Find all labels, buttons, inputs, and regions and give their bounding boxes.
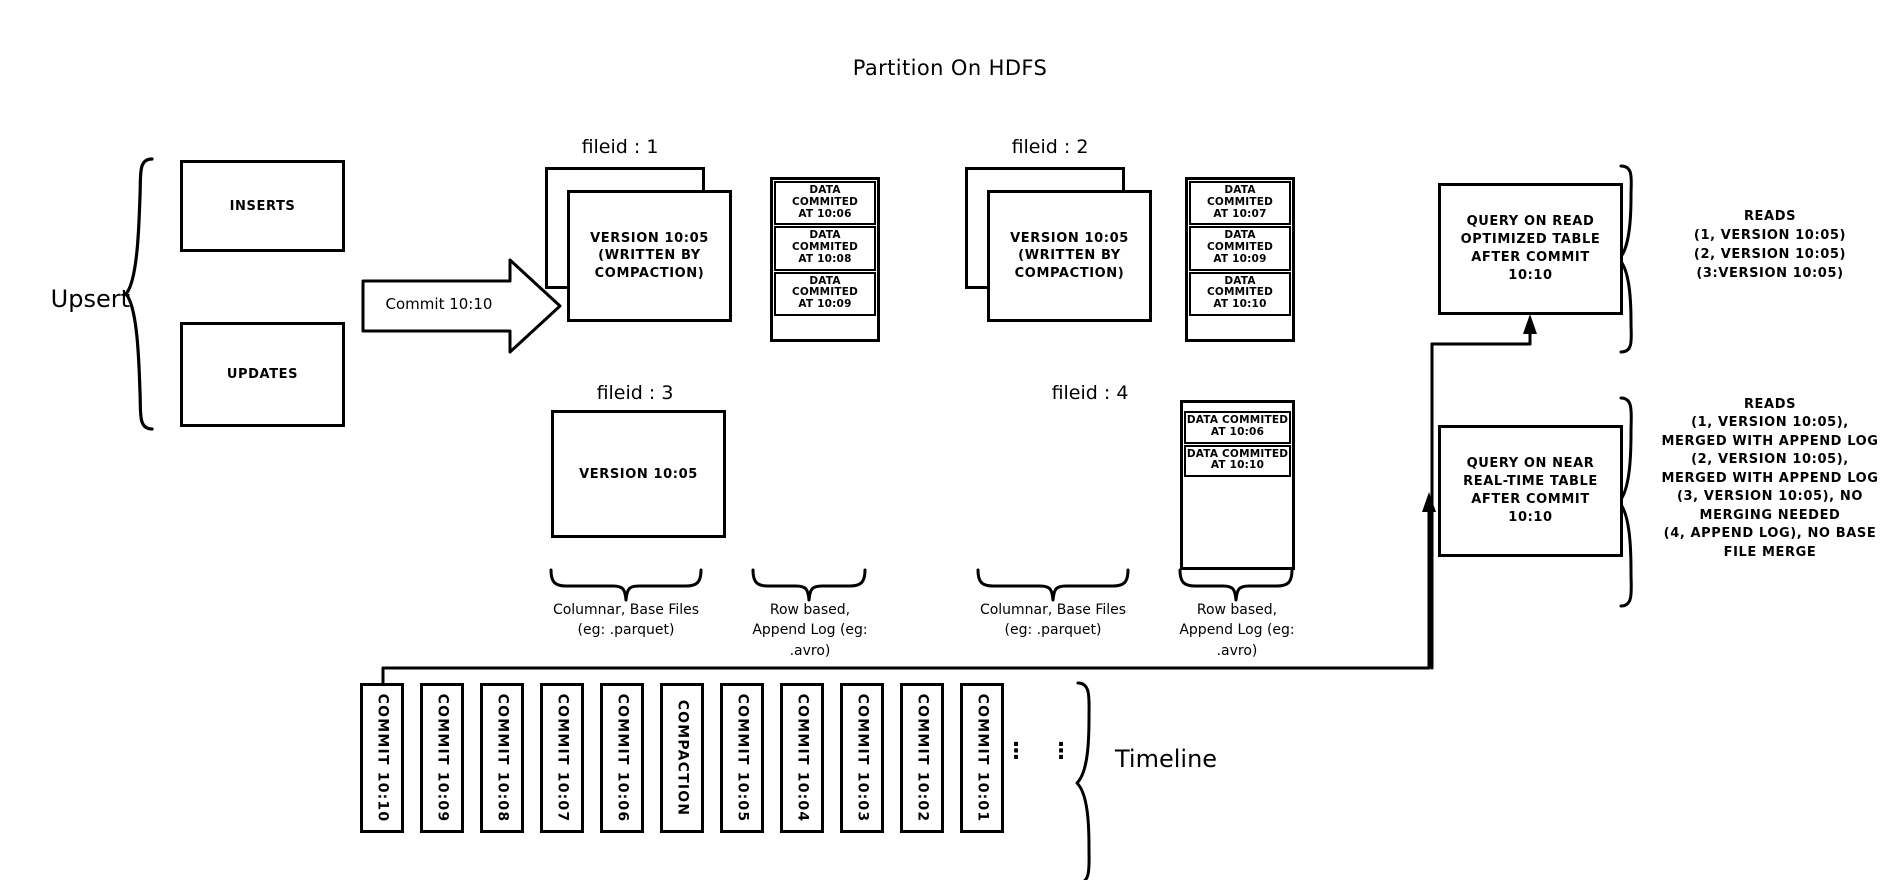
reads-read-optimized: READS (1, VERSION 10:05) (2, VERSION 10:…	[1693, 209, 1847, 281]
timeline-cell[interactable]: COMMIT 10:01	[960, 683, 1004, 833]
log-entry: DATA COMMITED AT 10:06	[774, 181, 876, 226]
query-read-optimized-label: QUERY ON READ OPTIMIZED TABLE AFTER COMM…	[1460, 213, 1601, 284]
commit-arrow-label: Commit 10:10	[385, 295, 493, 313]
updates-label: UPDATES	[226, 367, 299, 382]
timeline-cell[interactable]: COMMIT 10:04	[780, 683, 824, 833]
timeline-cell-label: COMMIT 10:09	[434, 693, 451, 823]
log-entry: DATA COMMITED AT 10:09	[1189, 226, 1291, 271]
log-entry: DATA COMMITED AT 10:08	[774, 226, 876, 271]
base-file-3: VERSION 10:05	[551, 410, 726, 538]
updates-box: UPDATES	[180, 322, 345, 427]
log-file-2: DATA COMMITED AT 10:07 DATA COMMITED AT …	[1185, 177, 1295, 342]
log-file-4: DATA COMMITED AT 10:06 DATA COMMITED AT …	[1180, 400, 1295, 570]
caption-base-files-2: Columnar, Base Files (eg: .parquet)	[979, 602, 1127, 639]
timeline-cell[interactable]: COMMIT 10:08	[480, 683, 524, 833]
timeline-cell[interactable]: COMMIT 10:07	[540, 683, 584, 833]
timeline-ellipsis-2: ⋮	[1050, 739, 1072, 764]
query-near-realtime-label: QUERY ON NEAR REAL-TIME TABLE AFTER COMM…	[1463, 455, 1598, 526]
log-entry: DATA COMMITED AT 10:07	[1189, 181, 1291, 226]
log-file-1: DATA COMMITED AT 10:06 DATA COMMITED AT …	[770, 177, 880, 342]
reads-near-realtime: READS (1, VERSION 10:05), MERGED WITH AP…	[1661, 397, 1879, 560]
base-file-front-card-2: VERSION 10:05 (WRITTEN BY COMPACTION)	[987, 190, 1152, 322]
base-file-stack-1: VERSION 10:05 (WRITTEN BY COMPACTION)	[545, 167, 732, 322]
timeline-cell-label: COMMIT 10:10	[374, 693, 391, 823]
timeline-cell-label: COMMIT 10:05	[734, 693, 751, 823]
caption-base-files-1: Columnar, Base Files (eg: .parquet)	[552, 602, 700, 639]
caption-append-log-2: Row based, Append Log (eg: .avro)	[1179, 602, 1295, 659]
query-near-realtime-box: QUERY ON NEAR REAL-TIME TABLE AFTER COMM…	[1438, 425, 1623, 557]
timeline-cell-label: COMMIT 10:04	[794, 693, 811, 823]
log-entry: DATA COMMITED AT 10:06	[1184, 411, 1291, 444]
timeline-cell-label: COMMIT 10:08	[494, 693, 511, 823]
fileid-label-3: fileid : 3	[596, 382, 674, 404]
caption-append-log-1: Row based, Append Log (eg: .avro)	[752, 602, 868, 659]
fileid-label-2: fileid : 2	[1011, 136, 1089, 158]
log-entry: DATA COMMITED AT 10:09	[774, 271, 876, 316]
timeline-label: Timeline	[1115, 745, 1218, 773]
timeline-cell-label: COMMIT 10:07	[554, 693, 571, 823]
inserts-box: INSERTS	[180, 160, 345, 252]
inserts-label: INSERTS	[229, 198, 296, 214]
timeline-cell-label: COMMIT 10:06	[614, 693, 631, 823]
fileid-label-1: fileid : 1	[581, 136, 659, 158]
timeline-cell[interactable]: COMMIT 10:10	[360, 683, 404, 833]
base-file-stack-2: VERSION 10:05 (WRITTEN BY COMPACTION)	[965, 167, 1152, 322]
timeline-cell[interactable]: COMMIT 10:05	[720, 683, 764, 833]
timeline-cell[interactable]: COMMIT 10:02	[900, 683, 944, 833]
timeline-cell-label: COMPACTION	[674, 699, 691, 817]
timeline-cell-label: COMMIT 10:02	[914, 693, 931, 823]
timeline-cell[interactable]: COMMIT 10:03	[840, 683, 884, 833]
fileid-label-4: fileid : 4	[1051, 382, 1129, 404]
query-read-optimized-box: QUERY ON READ OPTIMIZED TABLE AFTER COMM…	[1438, 183, 1623, 315]
timeline-cell-label: COMMIT 10:01	[974, 693, 991, 823]
upsert-label: Upsert	[50, 285, 130, 313]
timeline-cell[interactable]: COMMIT 10:09	[420, 683, 464, 833]
base-file-front-card-1: VERSION 10:05 (WRITTEN BY COMPACTION)	[567, 190, 732, 322]
timeline-cell[interactable]: COMMIT 10:06	[600, 683, 644, 833]
timeline-cell[interactable]: COMPACTION	[660, 683, 704, 833]
log-entry: DATA COMMITED AT 10:10	[1189, 271, 1291, 316]
timeline-ellipsis-1: ⋮	[1005, 739, 1027, 764]
timeline-cell-label: COMMIT 10:03	[854, 693, 871, 823]
base-file-label-3: VERSION 10:05	[579, 466, 698, 482]
page-title: Partition On HDFS	[852, 56, 1048, 80]
log-entry: DATA COMMITED AT 10:10	[1184, 444, 1291, 477]
